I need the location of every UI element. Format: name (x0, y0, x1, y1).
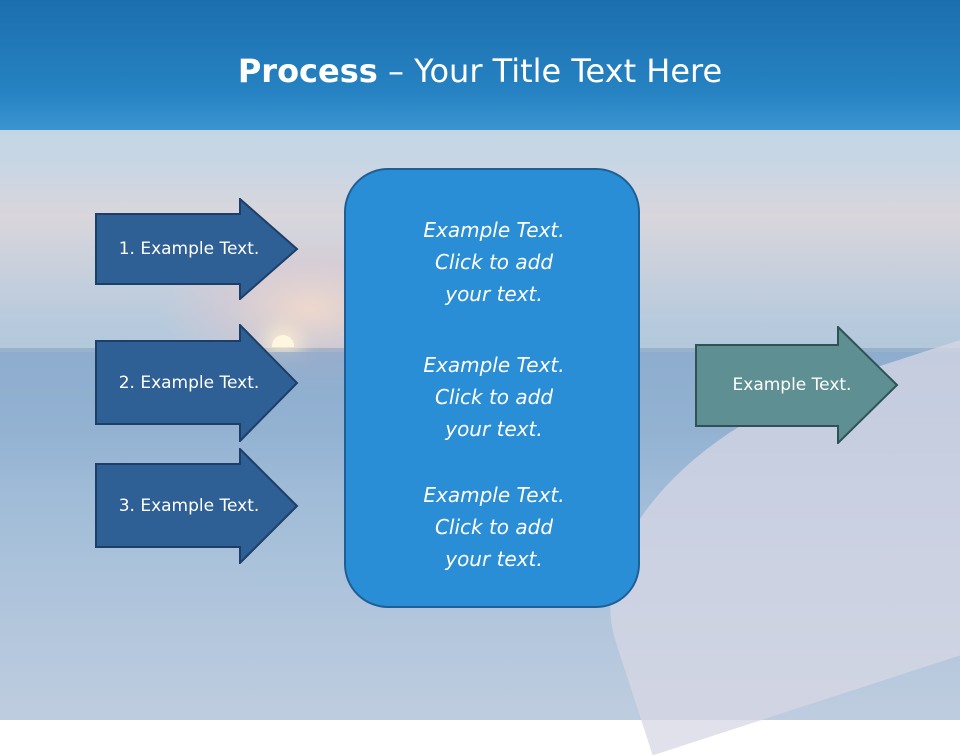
center-item-3-line3: your text. (445, 547, 543, 571)
process-center-box[interactable]: Example Text. Click to add your text. Ex… (344, 168, 640, 608)
center-item-2-line1: Example Text. (423, 353, 565, 377)
slide-title: Process – Your Title Text Here (0, 52, 960, 90)
input-arrow-1-label: 1. Example Text. (118, 239, 260, 259)
input-arrow-1[interactable]: 1. Example Text. (94, 198, 300, 300)
arrow-shape (695, 326, 899, 444)
center-item-1-line3: your text. (445, 282, 543, 306)
arrow-shape (95, 448, 299, 564)
output-arrow[interactable]: Example Text. (694, 326, 900, 444)
sun (272, 335, 294, 347)
center-item-3-line2: Click to add (434, 515, 554, 539)
title-bold: Process (237, 52, 378, 90)
input-arrow-3[interactable]: 3. Example Text. (94, 448, 300, 564)
center-item-1-line2: Click to add (434, 250, 554, 274)
input-arrow-2[interactable]: 2. Example Text. (94, 324, 300, 442)
arrow-shape (95, 198, 299, 300)
title-rest: – Your Title Text Here (377, 52, 723, 90)
center-item-3: Example Text. Click to add your text. (346, 479, 642, 575)
center-item-2: Example Text. Click to add your text. (346, 349, 642, 445)
center-item-2-line2: Click to add (434, 385, 554, 409)
center-item-1: Example Text. Click to add your text. (346, 214, 642, 310)
center-item-3-line1: Example Text. (423, 483, 565, 507)
title-bar: Process – Your Title Text Here (0, 0, 960, 130)
arrow-shape (95, 324, 299, 442)
input-arrow-3-label: 3. Example Text. (118, 496, 260, 516)
center-item-2-line3: your text. (445, 417, 543, 441)
input-arrow-2-label: 2. Example Text. (118, 373, 260, 393)
output-arrow-label: Example Text. (732, 375, 852, 395)
center-item-1-line1: Example Text. (423, 218, 565, 242)
